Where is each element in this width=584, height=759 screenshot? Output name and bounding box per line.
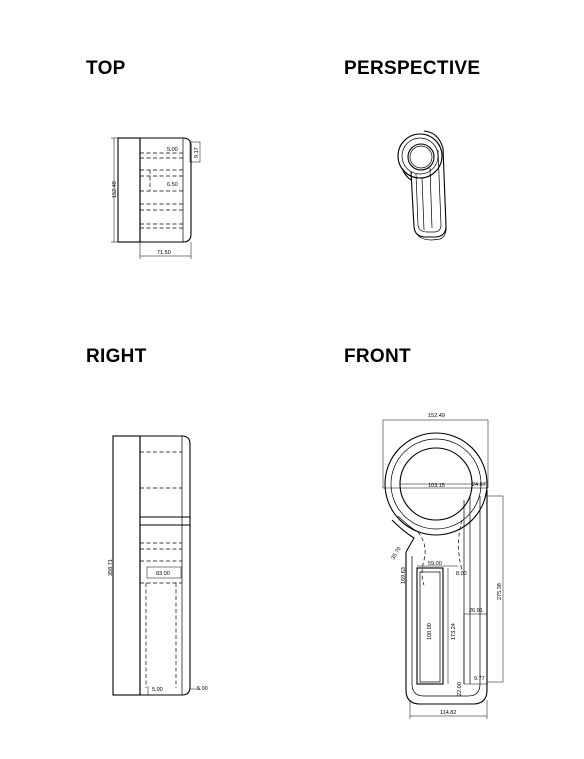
right-dim-base: 5.00 bbox=[152, 687, 163, 693]
right-view: 83.00 5.00 5.00 358.71 bbox=[108, 435, 208, 696]
front-dim-hook: 169.63 bbox=[401, 567, 407, 584]
top-dim-height: 152.49 bbox=[112, 181, 118, 198]
front-dim-neck: 59.00 bbox=[428, 561, 442, 567]
front-body-outline bbox=[405, 490, 488, 705]
view-title-front: FRONT bbox=[344, 346, 411, 367]
front-dim-neck-gap: 8.00 bbox=[456, 571, 467, 577]
front-dim-width: 152.49 bbox=[428, 413, 445, 419]
top-body-outline bbox=[139, 137, 192, 243]
right-dim-slot: 83.00 bbox=[156, 571, 170, 577]
right-body-outline bbox=[139, 435, 191, 696]
right-left-block bbox=[112, 435, 141, 696]
front-dim-rim: 24.67 bbox=[472, 482, 486, 488]
top-view: 152.49 71.50 5.00 6.50 9.17 bbox=[111, 137, 201, 259]
front-dim-hole: 103.15 bbox=[428, 483, 445, 489]
top-dim-wall: 5.00 bbox=[167, 147, 178, 153]
front-dim-base: 114.82 bbox=[440, 710, 456, 716]
view-title-top: TOP bbox=[86, 58, 126, 79]
right-dim-base2: 5.00 bbox=[197, 686, 208, 692]
top-left-block bbox=[117, 137, 141, 243]
front-dim-height: 275.38 bbox=[497, 583, 503, 600]
front-dim-slot-l: 173.24 bbox=[451, 623, 457, 640]
front-dim-inner-w: 26.91 bbox=[469, 608, 483, 614]
right-dim-height: 358.71 bbox=[108, 559, 114, 576]
top-dim-inner: 6.50 bbox=[167, 182, 178, 188]
front-slot bbox=[416, 567, 444, 685]
front-ring-outer bbox=[384, 432, 488, 536]
front-dim-slot-h: 100.00 bbox=[427, 623, 433, 640]
front-view: 152.49 103.15 24.67 35.70 59.00 8.00 169… bbox=[382, 413, 504, 719]
front-dim-angle: 35.70 bbox=[391, 546, 403, 561]
top-dim-tab: 9.17 bbox=[194, 147, 200, 158]
top-dim-width: 71.50 bbox=[157, 250, 171, 256]
front-dim-foot: 9.77 bbox=[474, 676, 485, 682]
front-dim-foot2: 22.00 bbox=[457, 682, 463, 696]
view-title-right: RIGHT bbox=[86, 346, 147, 367]
view-title-perspective: PERSPECTIVE bbox=[344, 58, 481, 79]
perspective-view bbox=[397, 130, 447, 241]
